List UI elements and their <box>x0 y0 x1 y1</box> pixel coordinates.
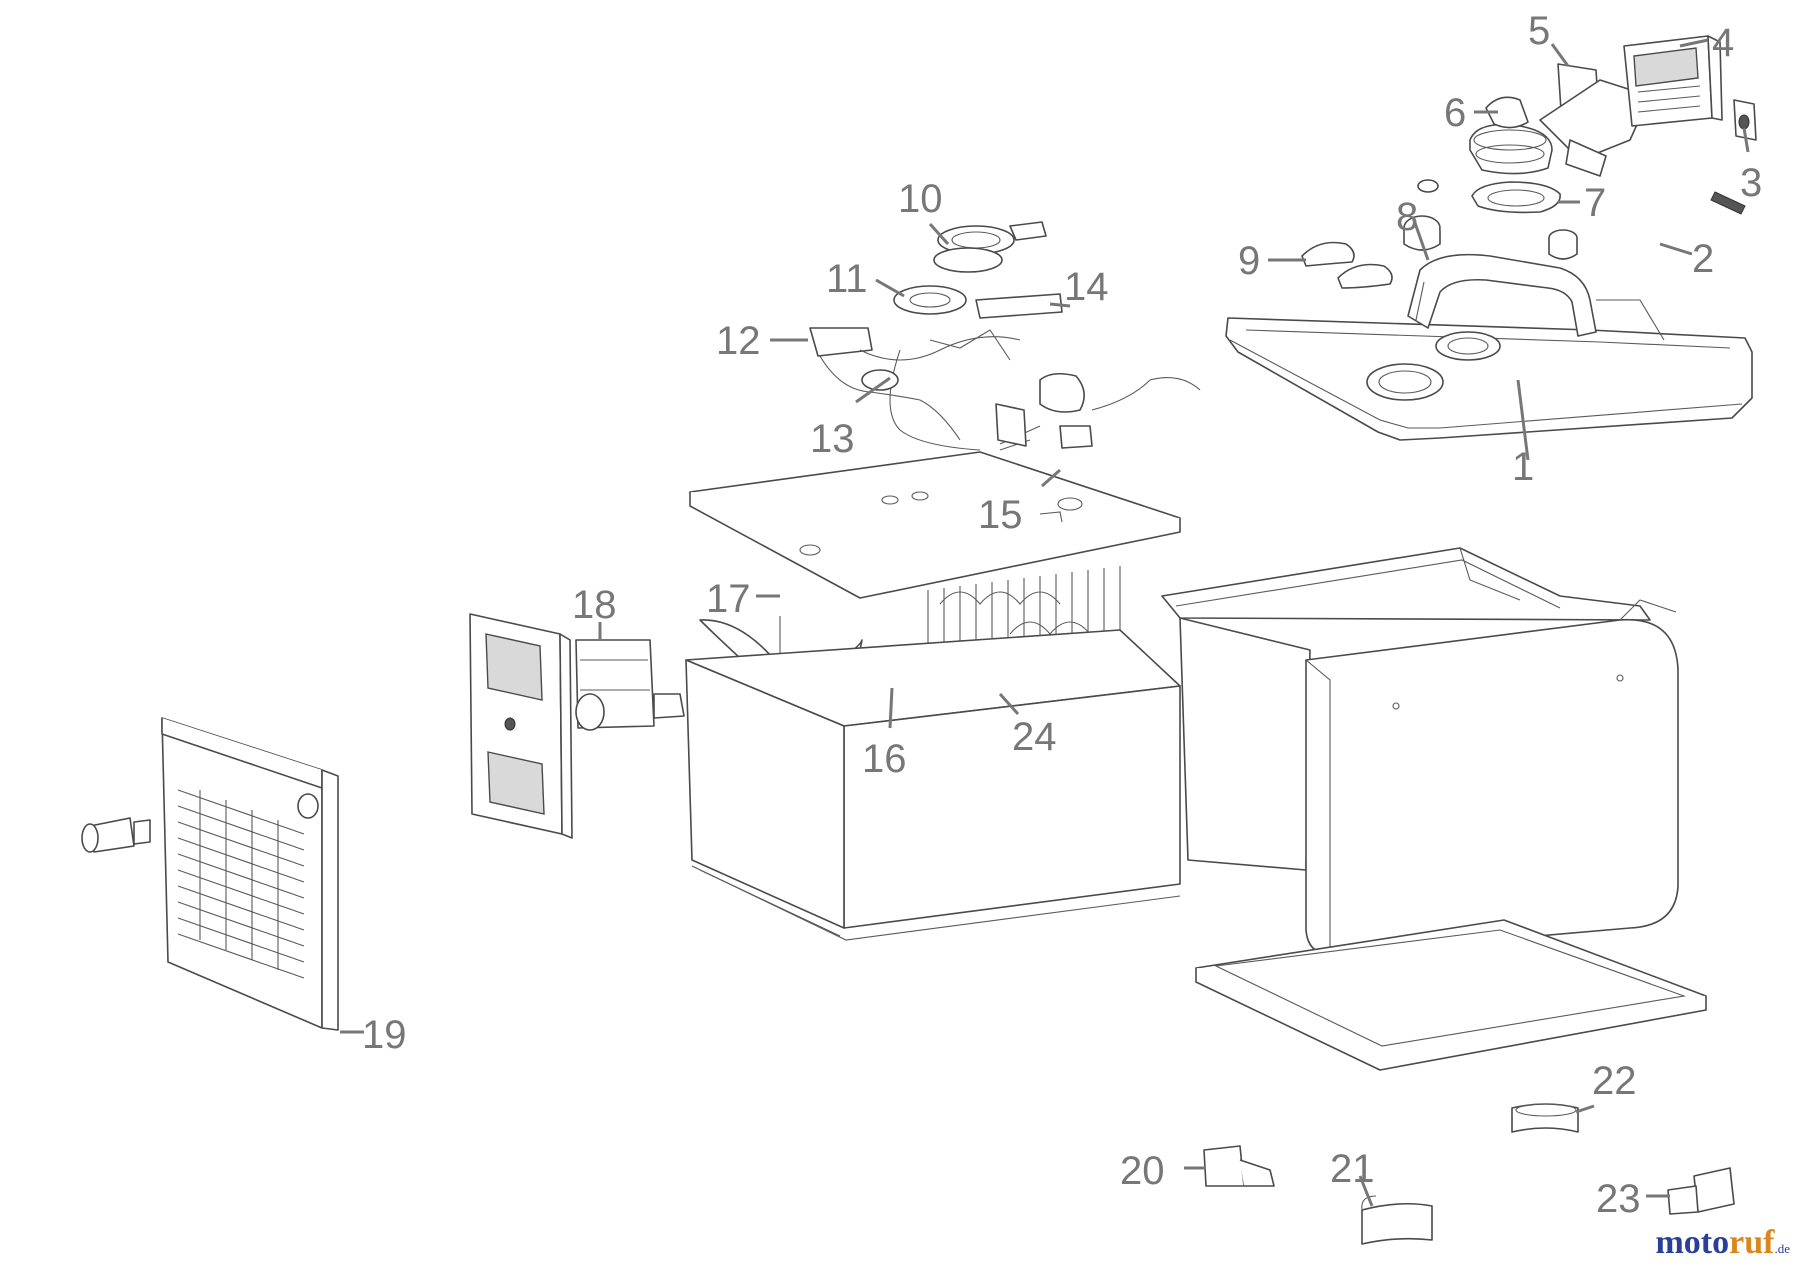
callout-22: 22 <box>1592 1059 1637 1103</box>
callout-20: 20 <box>1120 1149 1165 1193</box>
callout-4: 4 <box>1712 21 1734 65</box>
callout-14: 14 <box>1064 265 1109 309</box>
motor-bracket-part <box>469 613 573 839</box>
callout-10: 10 <box>898 177 943 221</box>
clamp-21-part <box>1361 1195 1433 1245</box>
callout-3: 3 <box>1740 161 1762 205</box>
callout-9: 9 <box>1238 239 1260 283</box>
callout-15: 15 <box>978 493 1023 537</box>
front-shell-part <box>1305 599 1679 955</box>
callout-7: 7 <box>1584 181 1606 225</box>
callout-8: 8 <box>1396 195 1418 239</box>
top-housing-part <box>1225 317 1753 441</box>
screw-part <box>1417 179 1746 215</box>
callout-5: 5 <box>1528 9 1550 53</box>
control-box-part <box>1623 35 1723 127</box>
wiring-harness-part <box>809 221 1201 451</box>
brand-watermark: motoruf.de <box>1655 1224 1790 1262</box>
callout-19: 19 <box>362 1013 407 1057</box>
front-grill-part <box>161 717 339 1031</box>
callout-13: 13 <box>810 417 855 461</box>
knob-part <box>1403 215 1578 260</box>
brand-part-a: moto <box>1655 1224 1730 1261</box>
motor-part <box>575 639 685 731</box>
callout-2: 2 <box>1692 237 1714 281</box>
clamp-22-part <box>1511 1103 1579 1133</box>
callout-18: 18 <box>572 583 617 627</box>
top-plate-part <box>689 451 1181 599</box>
clip-part <box>1733 99 1757 141</box>
bottom-tray-part <box>1195 919 1707 1071</box>
callout-21: 21 <box>1330 1147 1375 1191</box>
callout-11: 11 <box>826 257 868 301</box>
callout-labels: 1 2 3 4 5 6 7 8 9 10 11 12 13 14 15 16 1… <box>362 9 1762 1221</box>
bracket-part <box>1539 63 1651 177</box>
clip-23-part <box>1667 1167 1735 1215</box>
callout-23: 23 <box>1596 1177 1641 1221</box>
inner-chamber-part <box>685 629 1181 941</box>
handle-part <box>1407 253 1665 341</box>
callout-6: 6 <box>1444 91 1466 135</box>
callout-17: 17 <box>706 577 751 621</box>
rear-shell-part <box>1161 547 1651 871</box>
connector-plug-part <box>81 817 151 853</box>
callout-16: 16 <box>862 737 907 781</box>
callout-1: 1 <box>1512 445 1534 489</box>
clip-20-part <box>1203 1145 1275 1187</box>
gauge-lens-part <box>1301 241 1393 289</box>
leader-lines <box>340 38 1750 1207</box>
callout-12: 12 <box>716 319 761 363</box>
gasket-part <box>1471 181 1561 214</box>
brand-part-b: ruf <box>1729 1224 1775 1261</box>
brand-part-c: .de <box>1774 1241 1790 1256</box>
callout-24: 24 <box>1012 715 1057 759</box>
burner-cup-part <box>1469 96 1553 175</box>
